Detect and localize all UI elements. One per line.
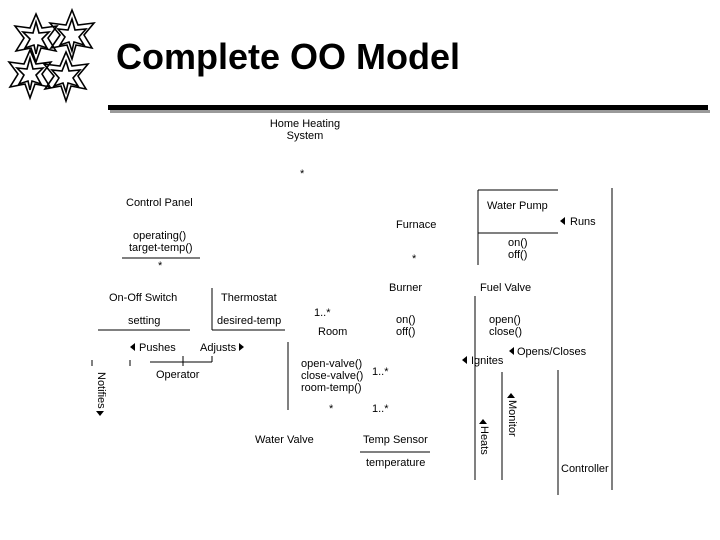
room-label: Room (318, 326, 348, 338)
fuel-valve-op-close: close() (489, 326, 523, 338)
title-underline-shadow (110, 110, 710, 113)
ignites-label: Ignites (471, 355, 504, 367)
adjusts-label: Adjusts (200, 342, 237, 354)
monitor-label: Monitor (506, 400, 518, 437)
adjusts-arrow-icon (239, 343, 244, 351)
ignites-arrow-icon (462, 356, 467, 364)
temp-sensor-label: Temp Sensor (363, 434, 428, 446)
furnace-label: Furnace (396, 219, 437, 231)
water-pump-op-off: off() (508, 249, 528, 261)
home-heating-system-label-1: Home Heating (269, 118, 341, 130)
panel-multiplicity: * (158, 260, 163, 272)
water-pump-label: Water Pump (487, 200, 548, 212)
opens-closes-label: Opens/Closes (517, 346, 587, 358)
valve-1n-multiplicity: 1..* (372, 403, 389, 415)
operator-label: Operator (156, 369, 200, 381)
room-ops-multiplicity: 1..* (372, 366, 389, 378)
page-title: Complete OO Model (116, 36, 461, 77)
valve-multiplicity: * (329, 403, 334, 415)
monitor-arrow-icon (507, 393, 515, 398)
control-panel-op-target-temp: target-temp() (129, 242, 193, 254)
thermostat-label: Thermostat (221, 292, 277, 304)
temp-sensor-attr-temperature: temperature (366, 457, 426, 469)
system-multiplicity: * (300, 168, 305, 180)
runs-label: Runs (570, 216, 596, 228)
notifies-arrow-icon (96, 411, 104, 416)
opens-closes-arrow-icon (509, 347, 514, 355)
pushes-arrow-icon (130, 343, 135, 351)
room-op-room-temp: room-temp() (301, 382, 362, 394)
burner-multiplicity: * (412, 253, 417, 265)
water-valve-label: Water Valve (255, 434, 314, 446)
water-pump-op-on: on() (508, 237, 528, 249)
pushes-label: Pushes (139, 342, 176, 354)
heats-arrow-icon (479, 419, 487, 424)
burner-label: Burner (389, 282, 423, 294)
notifies-label: Notifies (95, 372, 107, 409)
control-panel-op-operating: operating() (133, 230, 187, 242)
on-off-switch-attr-setting: setting (128, 315, 161, 327)
fuel-valve-op-open: open() (489, 314, 521, 326)
stars-logo-icon (7, 7, 96, 104)
heats-label: Heats (478, 426, 490, 455)
title-underline (108, 105, 708, 110)
controller-label: Controller (561, 463, 609, 475)
room-multiplicity: 1..* (314, 307, 331, 319)
on-off-switch-label: On-Off Switch (109, 292, 178, 304)
runs-arrow-icon (560, 217, 565, 225)
control-panel-label: Control Panel (126, 197, 193, 209)
burner-op-off: off() (396, 326, 416, 338)
thermostat-attr-desired-temp: desired-temp (217, 315, 282, 327)
room-op-close-valve: close-valve() (301, 370, 364, 382)
home-heating-system-label-2: System (286, 130, 324, 142)
fuel-valve-label: Fuel Valve (480, 282, 532, 294)
burner-op-on: on() (396, 314, 416, 326)
room-op-open-valve: open-valve() (301, 358, 363, 370)
